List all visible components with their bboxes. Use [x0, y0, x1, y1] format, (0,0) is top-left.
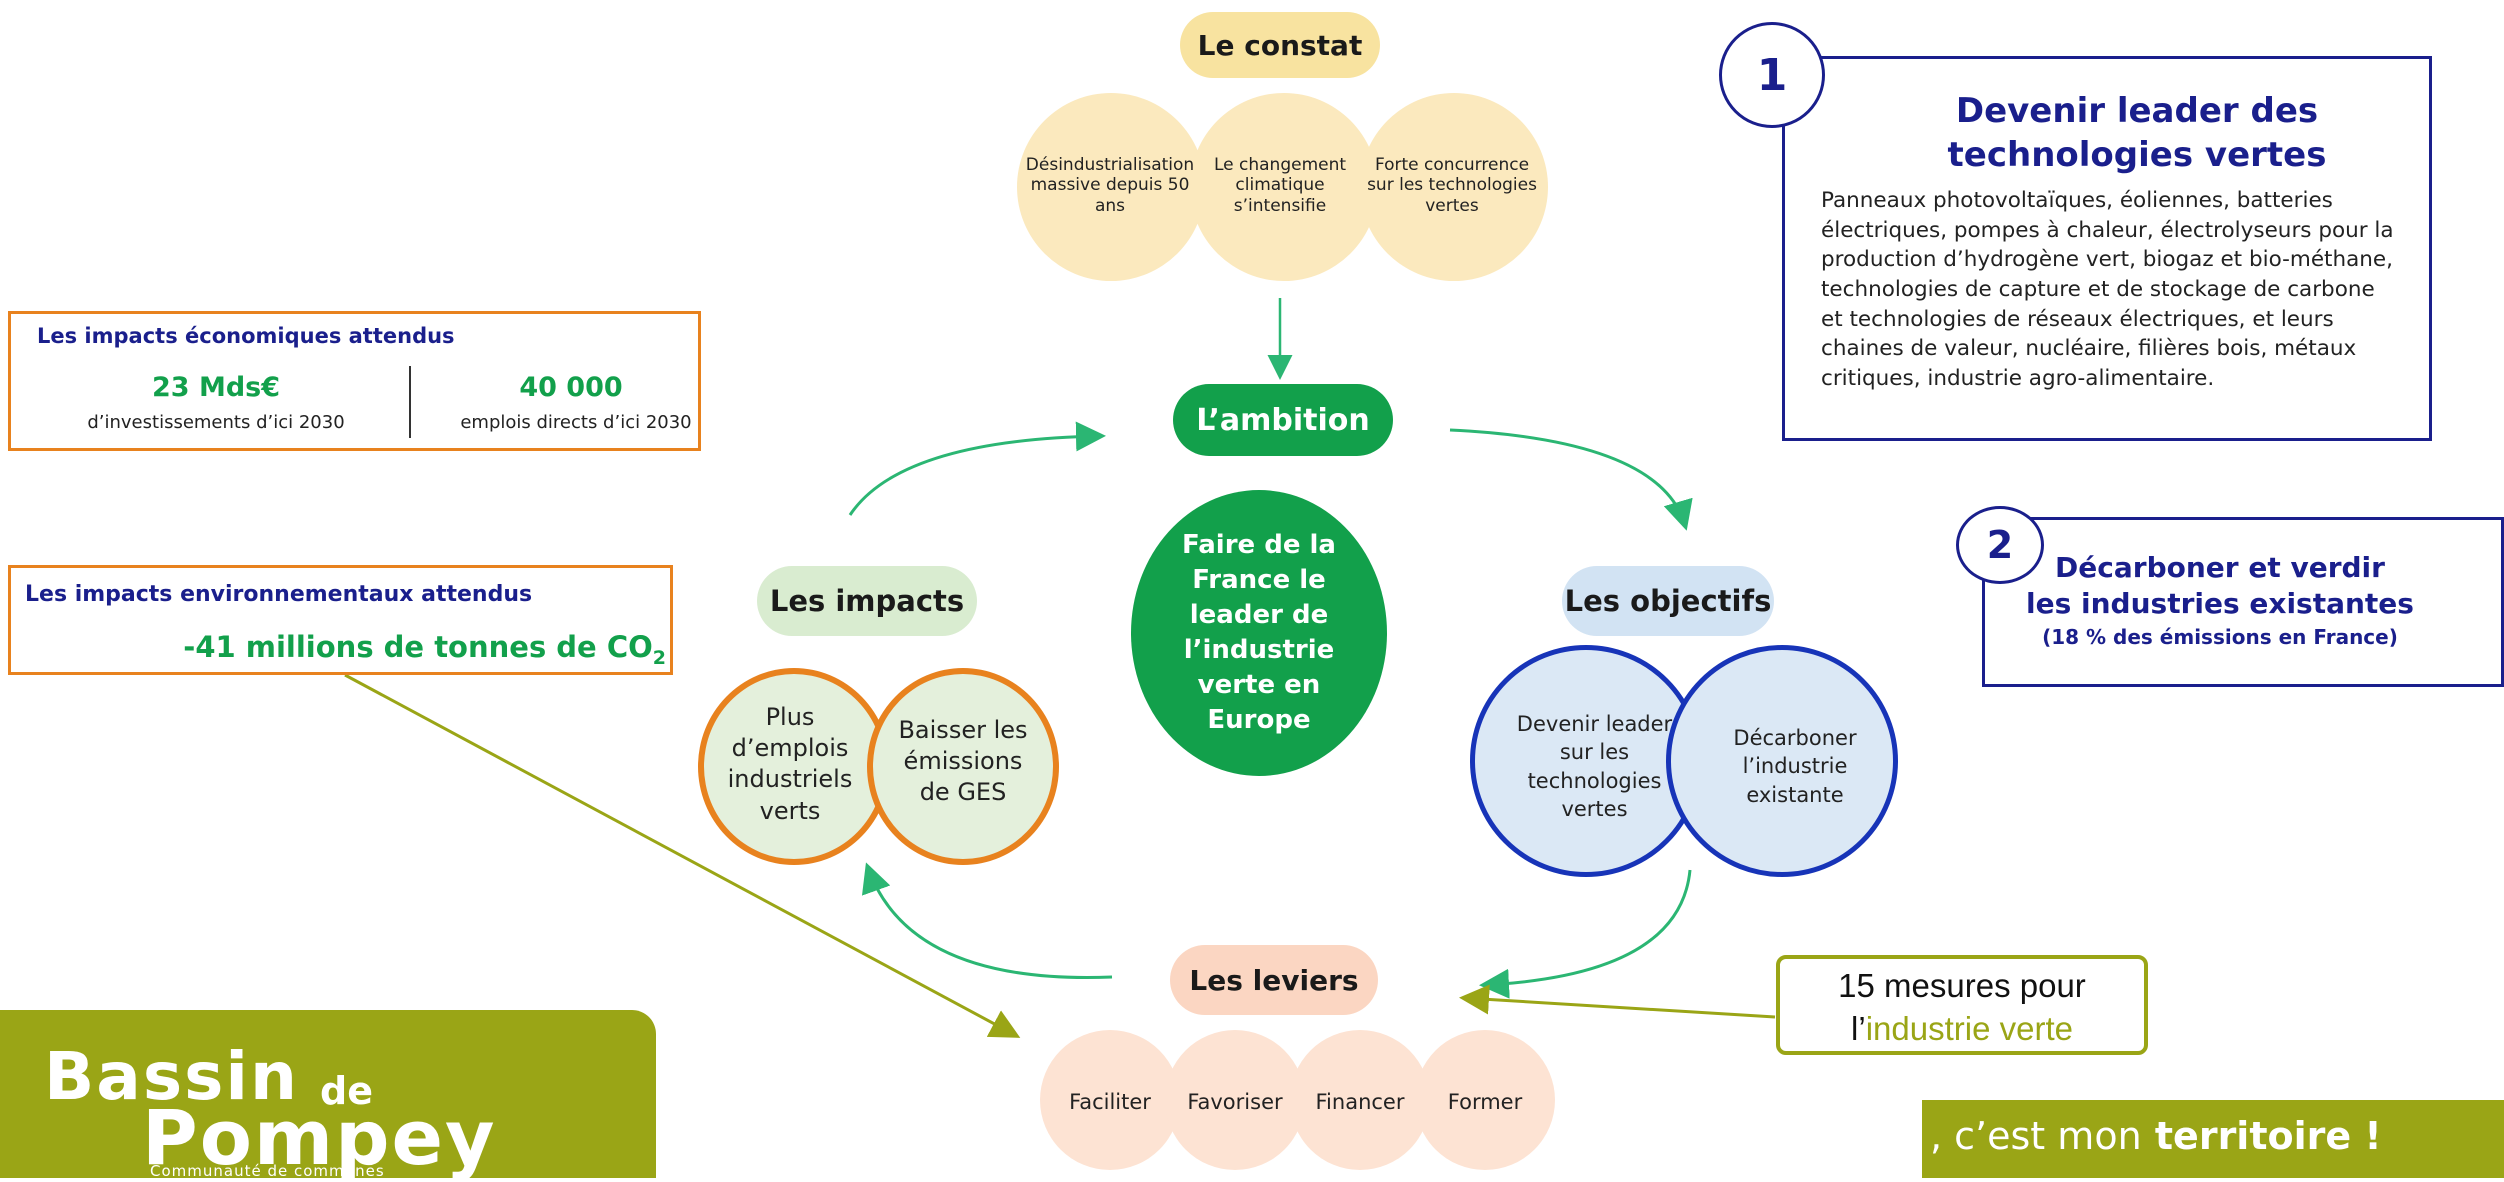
eco-impacts-box: Les impacts économiques attendus 23 Mds€…	[8, 311, 701, 451]
box1-title-line1: Devenir leader des	[1955, 91, 2319, 131]
box1-number-badge: 1	[1719, 22, 1825, 128]
logo-word-pompey: Pompey	[142, 1093, 497, 1182]
logo-word-bassin: Bassin	[44, 1038, 300, 1115]
leviers-title: Les leviers	[1170, 945, 1378, 1015]
impacts-item-1: Plus d’emplois industriels verts	[727, 703, 853, 825]
eco-stat-jobs-value: 40 000	[519, 372, 623, 403]
box2-subtitle: (18 % des émissions en France)	[2042, 625, 2398, 649]
eco-stat-jobs-label: emplois directs d’ici 2030	[460, 412, 692, 433]
slogan-banner: , c’est mon territoire !	[1922, 1100, 2504, 1178]
logo-subtitle: Communauté de communes	[150, 1162, 385, 1180]
objective-box-2: Décarboner et verdir les industries exis…	[1982, 517, 2504, 687]
objectifs-item-2: Décarboner l’industrie existante	[1733, 726, 1857, 807]
arrow-leviers-impacts	[862, 862, 1113, 980]
objectifs-circle-1	[1470, 645, 1702, 877]
logo-word-de: de	[320, 1069, 373, 1113]
constat-item-1: Désindustrialisation massive depuis 50 a…	[1025, 155, 1195, 216]
eco-stat-investment-value: 23 Mds€	[151, 372, 281, 403]
box1-title: Devenir leader des technologies vertes	[1785, 89, 2429, 177]
impacts-title: Les impacts	[757, 566, 977, 636]
leviers-bubble-2	[1165, 1030, 1305, 1170]
constat-item-3: Forte concurrence sur les technologies v…	[1367, 155, 1537, 216]
mesures-highlight: industrie verte	[1865, 1009, 2073, 1047]
arrow-objectifs-leviers	[1479, 869, 1692, 999]
box1-title-line2: technologies vertes	[1947, 135, 2327, 176]
ambition-text: Faire de la France le leader de l’indust…	[1182, 529, 1336, 736]
leviers-item-4: Former	[1447, 1090, 1523, 1114]
mesures-prefix: l’	[1851, 1009, 1866, 1047]
impacts-circle-2	[867, 668, 1059, 865]
mesures-line1: 15 mesures pour	[1838, 967, 2086, 1004]
env-value-subscript: 2	[652, 646, 666, 669]
mesures-line2: l’industrie verte	[1780, 1008, 2144, 1051]
eco-impacts-title: Les impacts économiques attendus	[37, 324, 455, 348]
objectifs-circle-2	[1666, 645, 1898, 877]
constat-bubble-1	[1017, 93, 1205, 281]
objective-box-1: Devenir leader des technologies vertes P…	[1782, 56, 2432, 441]
arrow-mesures-leviers	[1459, 984, 1776, 1019]
constat-title: Le constat	[1180, 12, 1380, 78]
env-impacts-box: Les impacts environnementaux attendus -4…	[8, 565, 673, 675]
ambition-title: L’ambition	[1173, 384, 1393, 456]
arrow-impacts-ambition	[848, 421, 1106, 516]
leviers-item-3: Financer	[1315, 1090, 1405, 1114]
slogan-part3: territoire !	[2141, 1114, 2382, 1158]
objectifs-title: Les objectifs	[1562, 566, 1774, 636]
arrow-ambition-objectifs	[1449, 428, 1693, 531]
slogan-part2: mon	[2057, 1114, 2142, 1158]
box2-title: Décarboner et verdir les industries exis…	[1985, 550, 2455, 623]
leviers-item-2: Favoriser	[1187, 1090, 1283, 1114]
impacts-item-2: Baisser les émissions de GES	[898, 716, 1028, 807]
logo-bassin-de-pompey: Bassin de Pompey Communauté de communes	[0, 1010, 656, 1182]
box1-body: Panneaux photovoltaïques, éoliennes, bat…	[1821, 188, 2394, 391]
leviers-bubble-4	[1415, 1030, 1555, 1170]
env-impacts-title: Les impacts environnementaux attendus	[25, 582, 533, 607]
env-value-main: -41 millions de tonnes de CO	[183, 630, 653, 664]
slogan-part1: , c’est	[1930, 1114, 2058, 1158]
eco-stat-investment-label: d’investissements d’ici 2030	[87, 412, 345, 433]
arrow-env-leviers	[344, 673, 1021, 1038]
leviers-item-1: Faciliter	[1069, 1090, 1151, 1114]
ambition-circle: Faire de la France le leader de l’indust…	[1131, 490, 1387, 776]
objectifs-item-1: Devenir leader sur les technologies vert…	[1516, 712, 1673, 822]
mesures-box: 15 mesures pour l’industrie verte	[1776, 955, 2148, 1055]
box2-title-line2: les industries existantes	[2026, 587, 2414, 621]
env-impacts-value: -41 millions de tonnes de CO2	[183, 630, 666, 669]
eco-divider	[409, 366, 411, 438]
leviers-bubble-1	[1040, 1030, 1180, 1170]
constat-bubble-3	[1360, 93, 1548, 281]
box2-number-badge: 2	[1956, 506, 2044, 584]
leviers-bubble-3	[1290, 1030, 1430, 1170]
slogan-text: , c’est mon territoire !	[1930, 1114, 2382, 1158]
box2-title-line1: Décarboner et verdir	[2055, 551, 2385, 584]
impacts-circle-1	[698, 668, 890, 865]
constat-bubble-2	[1190, 93, 1378, 281]
constat-item-2: Le changement climatique s’intensifie	[1213, 155, 1347, 216]
